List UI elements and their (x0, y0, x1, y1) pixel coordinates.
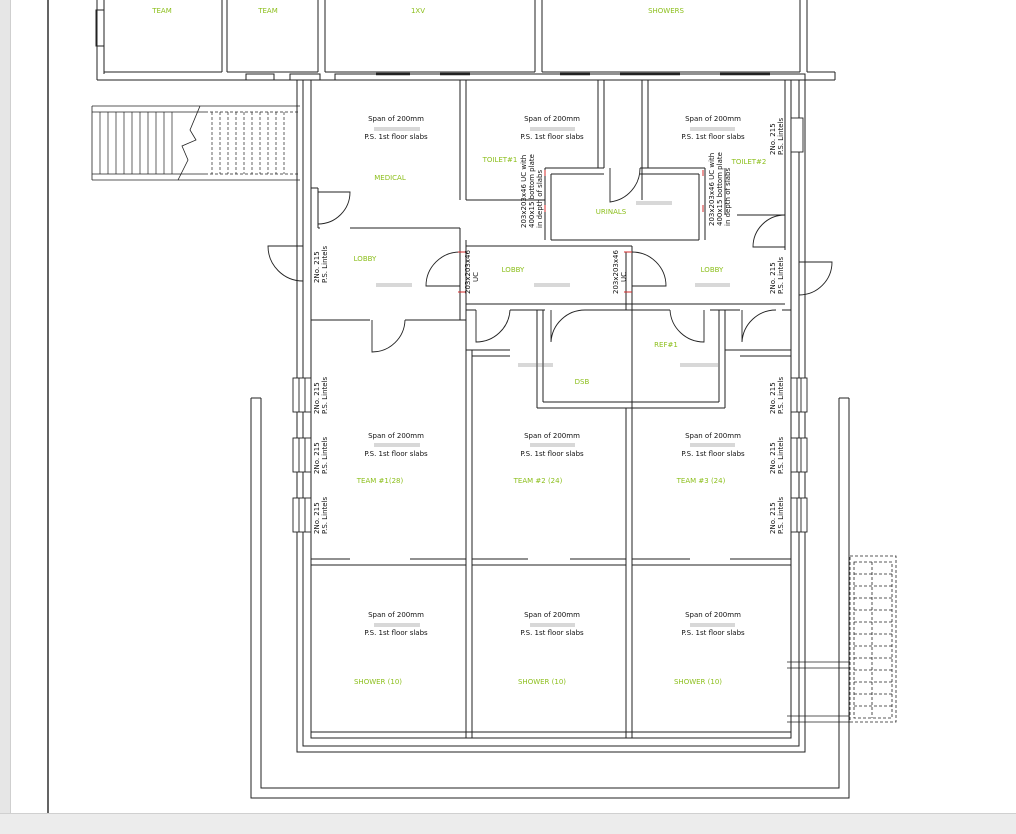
room-label-shower1: SHOWER (10) (354, 678, 402, 686)
lintel-note-line2: P.S. Lintels (777, 256, 785, 294)
room-label-team-a: TEAM (151, 7, 172, 15)
room-label-team2: TEAM #2 (24) (513, 477, 563, 485)
uc-note-line3: in depth of slabs (724, 167, 732, 226)
room-label-shower3: SHOWER (10) (674, 678, 722, 686)
uc-note-line1: 203x203x46 UC with (520, 155, 528, 228)
span-note: Span of 200mm (524, 115, 580, 123)
lintel-note-line1: 2No. 215 (769, 502, 777, 534)
lintel-note-line1: 2No. 215 (769, 442, 777, 474)
slab-note: P.S. 1st floor slabs (520, 629, 584, 637)
lintel-note-left-3: 2No. 215 P.S. Lintels (313, 496, 329, 534)
room-label-lobby-right: LOBBY (701, 266, 724, 274)
span-note: Span of 200mm (368, 432, 424, 440)
uc-note-line1: 203x203x46 (464, 250, 472, 294)
lintel-note-line2: P.S. Lintels (321, 245, 329, 283)
existing-building-top (95, 0, 836, 81)
room-label-team1: TEAM #1(28) (356, 477, 404, 485)
lintel-note-line2: P.S. Lintels (777, 436, 785, 474)
viewer-left-margin (0, 0, 11, 834)
slab-note: P.S. 1st floor slabs (364, 450, 428, 458)
uc-note-line2: 400x15 bottom plate (528, 154, 536, 228)
door-swings (267, 167, 833, 353)
room-label-showers: SHOWERS (648, 7, 684, 15)
outer-wall (250, 80, 850, 799)
uc-note-line2: UC (620, 272, 628, 282)
room-label-team-b: TEAM (257, 7, 278, 15)
uc-note-line2: UC (472, 272, 480, 282)
span-note: Span of 200mm (524, 611, 580, 619)
room-label-ref1: REF#1 (654, 341, 678, 349)
building-walls (310, 79, 792, 739)
slab-note: P.S. 1st floor slabs (520, 133, 584, 141)
lintel-note-line1: 2No. 215 (313, 382, 321, 414)
room-label-lobby-left: LOBBY (354, 255, 377, 263)
lintel-note-right-3: 2No. 215 P.S. Lintels (769, 496, 785, 534)
room-label-dsb: DSB (575, 378, 590, 386)
slab-note: P.S. 1st floor slabs (681, 629, 745, 637)
room-label-shower2: SHOWER (10) (518, 678, 566, 686)
lintel-note-line1: 2No. 215 (769, 123, 777, 155)
lintel-note-line2: P.S. Lintels (777, 496, 785, 534)
span-note: Span of 200mm (368, 115, 424, 123)
uc-note-line1: 203x203x46 (612, 250, 620, 294)
uc-note-line1: 203x203x46 UC with (708, 153, 716, 226)
room-labels: TEAM TEAM 1XV SHOWERS MEDICAL TOILET#1 U… (151, 7, 766, 686)
lintel-note-line1: 2No. 215 (313, 442, 321, 474)
lintel-note-line2: P.S. Lintels (777, 376, 785, 414)
lintel-note-line2: P.S. Lintels (321, 496, 329, 534)
room-label-team3: TEAM #3 (24) (676, 477, 726, 485)
lintel-note-line2: P.S. Lintels (777, 117, 785, 155)
span-arrows (374, 127, 735, 627)
uc-note-line3: in depth of slabs (536, 169, 544, 228)
uc-note-toilet2: 203x203x46 UC with 400x15 bottom plate i… (708, 152, 732, 226)
room-label-lobby-mid: LOBBY (502, 266, 525, 274)
lintel-note-right-lobby: 2No. 215 P.S. Lintels (769, 256, 785, 294)
span-note: Span of 200mm (685, 115, 741, 123)
lintel-note-right-2: 2No. 215 P.S. Lintels (769, 436, 785, 474)
room-label-urinals: URINALS (596, 208, 627, 216)
slab-notes: Span of 200mm P.S. 1st floor slabs Span … (364, 115, 745, 637)
room-label-medical: MEDICAL (374, 174, 406, 182)
viewer-bottom-bar (0, 813, 1016, 834)
lintel-note-right-top: 2No. 215 P.S. Lintels (769, 117, 785, 155)
lintel-note-line1: 2No. 215 (769, 382, 777, 414)
lintel-note-line2: P.S. Lintels (321, 376, 329, 414)
room-label-1xv: 1XV (411, 7, 425, 15)
stair-bottom-right (787, 555, 897, 723)
windows (292, 117, 808, 533)
room-label-toilet1: TOILET#1 (482, 156, 518, 164)
lintel-note-left-1: 2No. 215 P.S. Lintels (313, 376, 329, 414)
stair-top-left (91, 105, 300, 181)
lintel-note-left-lobby: 2No. 215 P.S. Lintels (313, 245, 329, 283)
uc-note-lobby-right: 203x203x46 UC (612, 250, 628, 294)
span-note: Span of 200mm (685, 432, 741, 440)
lintel-note-left-2: 2No. 215 P.S. Lintels (313, 436, 329, 474)
lintel-note-line1: 2No. 215 (769, 262, 777, 294)
room-label-toilet2: TOILET#2 (731, 158, 767, 166)
span-note: Span of 200mm (685, 611, 741, 619)
slab-note: P.S. 1st floor slabs (364, 629, 428, 637)
lintel-note-line2: P.S. Lintels (321, 436, 329, 474)
slab-note: P.S. 1st floor slabs (364, 133, 428, 141)
uc-note-line2: 400x15 bottom plate (716, 152, 724, 226)
span-note: Span of 200mm (524, 432, 580, 440)
span-note: Span of 200mm (368, 611, 424, 619)
slab-note: P.S. 1st floor slabs (681, 450, 745, 458)
lintel-note-line1: 2No. 215 (313, 251, 321, 283)
slab-note: P.S. 1st floor slabs (681, 133, 745, 141)
lintel-note-right-1: 2No. 215 P.S. Lintels (769, 376, 785, 414)
slab-note: P.S. 1st floor slabs (520, 450, 584, 458)
uc-note-toilet1: 203x203x46 UC with 400x15 bottom plate i… (520, 154, 544, 228)
uc-note-lobby-left: 203x203x46 UC (464, 250, 480, 294)
lintel-note-line1: 2No. 215 (313, 502, 321, 534)
column-markers (458, 170, 704, 293)
